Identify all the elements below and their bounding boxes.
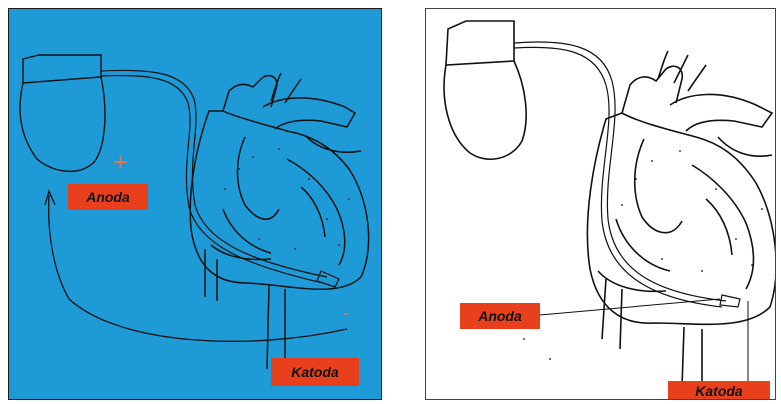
right-heart-illustration <box>426 9 776 400</box>
cathode-label: Katoda <box>271 358 359 386</box>
cathode-label: Katoda <box>668 381 770 400</box>
plus-sign: + <box>113 147 128 177</box>
minus-sign: - <box>343 302 350 324</box>
left-heart-illustration: + - <box>9 9 382 400</box>
left-diagram-panel: + - Anoda Katoda <box>8 8 382 400</box>
right-diagram-panel: Anoda Katoda <box>425 8 776 400</box>
anode-label: Anoda <box>460 303 540 329</box>
anode-label: Anoda <box>68 184 148 210</box>
